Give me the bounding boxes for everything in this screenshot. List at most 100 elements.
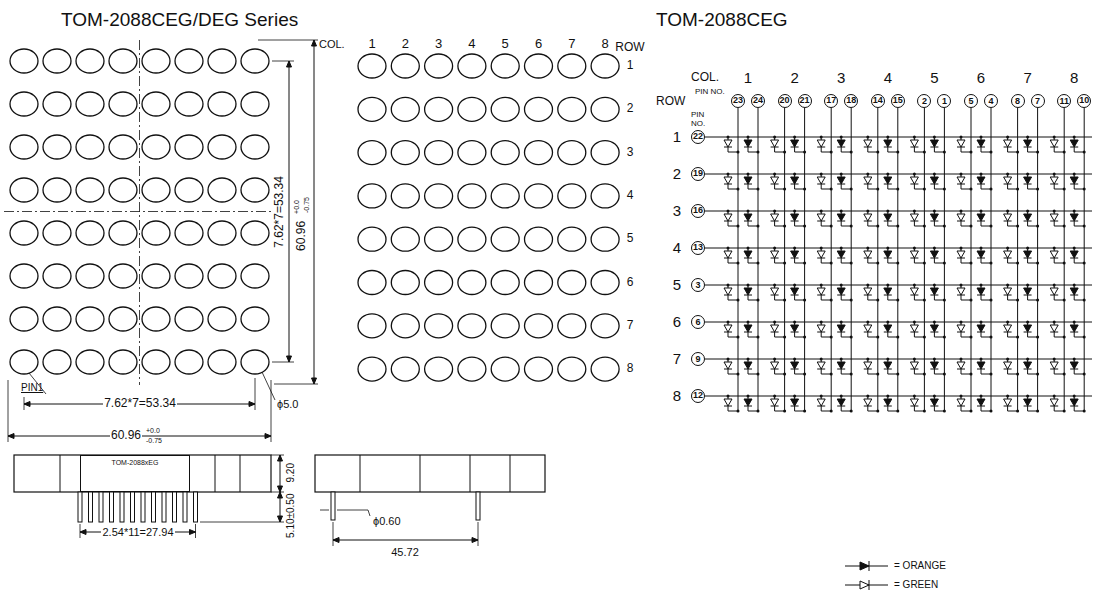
diode-lead — [841, 369, 842, 374]
junction-dot — [850, 225, 853, 228]
green-led-symbol — [864, 177, 872, 184]
row-number: 2 — [672, 165, 682, 182]
pin-circle: 9 — [691, 352, 705, 366]
orange-led-symbol — [1070, 214, 1078, 221]
orange-led-symbol — [930, 362, 938, 369]
column-number: 3 — [836, 69, 846, 86]
diode-lead — [961, 295, 962, 300]
led-dot — [241, 307, 269, 331]
led-dot — [491, 227, 519, 251]
junction-dot — [923, 225, 926, 228]
green-led-symbol — [1004, 362, 1012, 369]
diode-lead — [981, 295, 982, 300]
green-led-symbol — [1050, 399, 1058, 406]
junction-dot — [896, 262, 899, 265]
junction-dot — [727, 284, 730, 287]
legend-text: = GREEN — [893, 579, 939, 591]
orange-led-symbol — [744, 177, 752, 184]
dimension: 9.20 — [285, 462, 297, 483]
diode-lead — [1027, 221, 1028, 226]
junction-dot — [793, 173, 796, 176]
pin-lead — [78, 492, 82, 522]
diode-lead — [961, 184, 962, 189]
led-dot — [458, 97, 486, 121]
junction-dot — [896, 299, 899, 302]
junction-dot — [820, 136, 823, 139]
green-led-symbol — [910, 177, 918, 184]
led-dot — [10, 178, 38, 202]
diode-lead — [794, 184, 795, 189]
junction-dot — [783, 262, 786, 265]
dimension-arrow — [278, 516, 283, 522]
junction-dot — [923, 336, 926, 339]
junction-dot — [793, 395, 796, 398]
junction-dot — [933, 136, 936, 139]
led-dot — [491, 271, 519, 295]
dimension-arrow — [333, 538, 339, 543]
leader-line — [337, 510, 368, 511]
row-wire — [705, 137, 1092, 138]
junction-dot — [747, 247, 750, 250]
orange-led-symbol — [1070, 177, 1078, 184]
junction-dot — [866, 284, 869, 287]
diode-lead — [1054, 406, 1055, 411]
column-wire — [1017, 108, 1018, 412]
junction-dot — [757, 299, 760, 302]
diode-lead — [961, 147, 962, 152]
junction-dot — [933, 321, 936, 324]
junction-dot — [773, 284, 776, 287]
diode-lead — [1007, 147, 1008, 152]
tolerance: -0.75 — [145, 437, 163, 445]
column-wire — [758, 108, 759, 412]
junction-dot — [1083, 225, 1086, 228]
junction-dot — [980, 136, 983, 139]
junction-dot — [1053, 173, 1056, 176]
led-dot — [76, 264, 104, 288]
junction-dot — [793, 321, 796, 324]
junction-dot — [1053, 321, 1056, 324]
junction-dot — [876, 151, 879, 154]
orange-led-symbol — [1024, 288, 1032, 295]
junction-dot — [803, 262, 806, 265]
row-number: 6 — [672, 313, 682, 330]
diode-lead — [794, 221, 795, 226]
led-dot — [525, 97, 553, 121]
row-wire — [705, 322, 1092, 323]
dimension-line — [333, 540, 478, 541]
orange-led-symbol — [930, 325, 938, 332]
green-led-symbol — [724, 325, 732, 332]
pin-number: 2 — [922, 97, 927, 106]
junction-dot — [803, 410, 806, 413]
pin-lead — [99, 492, 103, 522]
green-led-symbol — [817, 177, 825, 184]
pin-circle: 12 — [691, 389, 705, 403]
orange-led-symbol — [837, 140, 845, 147]
junction-dot — [783, 188, 786, 191]
diode-lead — [867, 147, 868, 152]
green-led-symbol — [1050, 140, 1058, 147]
led-dot — [558, 184, 586, 208]
column-number: 4 — [883, 69, 893, 86]
orange-led-symbol — [744, 288, 752, 295]
pin-number: 9 — [695, 355, 700, 364]
module-body — [315, 455, 545, 492]
row-number: 5 — [672, 276, 682, 293]
junction-dot — [896, 336, 899, 339]
green-led-symbol — [724, 214, 732, 221]
orange-led-symbol — [837, 288, 845, 295]
junction-dot — [933, 247, 936, 250]
junction-dot — [1073, 284, 1076, 287]
orange-led-symbol — [1070, 399, 1078, 406]
dimension-arrow — [80, 530, 86, 535]
orange-led-symbol — [1070, 288, 1078, 295]
diode-lead — [914, 332, 915, 337]
green-led-symbol — [1004, 214, 1012, 221]
led-dot — [10, 221, 38, 245]
junction-dot — [1053, 395, 1056, 398]
junction-dot — [830, 336, 833, 339]
led-dot — [241, 178, 269, 202]
junction-dot — [980, 358, 983, 361]
junction-dot — [933, 210, 936, 213]
led-dot — [43, 221, 71, 245]
junction-dot — [990, 299, 993, 302]
